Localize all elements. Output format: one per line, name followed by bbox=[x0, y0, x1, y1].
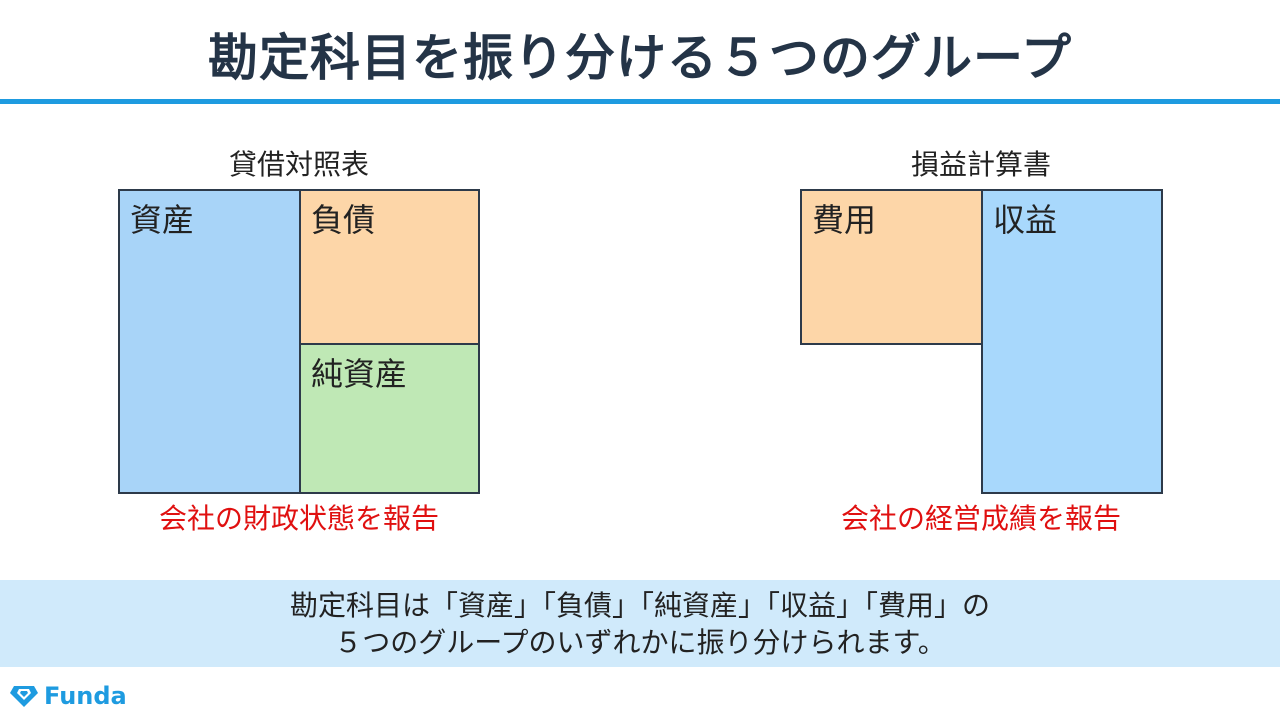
liabilities-label: 負債 bbox=[311, 201, 376, 239]
funda-diamond-icon bbox=[10, 686, 38, 707]
revenue-box: 収益 bbox=[981, 189, 1163, 494]
expenses-box: 費用 bbox=[800, 189, 983, 345]
balance-sheet-caption: 会社の財政状態を報告 bbox=[158, 502, 439, 535]
title-underline bbox=[0, 99, 1280, 104]
summary-line-2: ５つのグループのいずれかに振り分けられます。 bbox=[334, 626, 946, 659]
logo-text: Funda bbox=[44, 682, 127, 710]
liabilities-box: 負債 bbox=[299, 189, 480, 345]
income-statement-caption: 会社の経営成績を報告 bbox=[840, 502, 1121, 535]
net-assets-label: 純資産 bbox=[311, 355, 408, 393]
funda-logo: Funda bbox=[10, 680, 127, 712]
balance-sheet-title: 貸借対照表 bbox=[228, 148, 369, 181]
expenses-label: 費用 bbox=[812, 201, 877, 239]
income-statement-title: 損益計算書 bbox=[910, 148, 1051, 181]
assets-label: 資産 bbox=[130, 201, 195, 239]
assets-box: 資産 bbox=[118, 189, 301, 494]
page-title: 勘定科目を振り分ける５つのグループ bbox=[208, 29, 1072, 87]
net-assets-box: 純資産 bbox=[299, 343, 480, 494]
revenue-label: 収益 bbox=[993, 201, 1058, 239]
summary-line-1: 勘定科目は「資産」「負債」「純資産」「収益」「費用」の bbox=[289, 589, 990, 622]
summary-band: 勘定科目は「資産」「負債」「純資産」「収益」「費用」の ５つのグループのいずれか… bbox=[0, 580, 1280, 667]
